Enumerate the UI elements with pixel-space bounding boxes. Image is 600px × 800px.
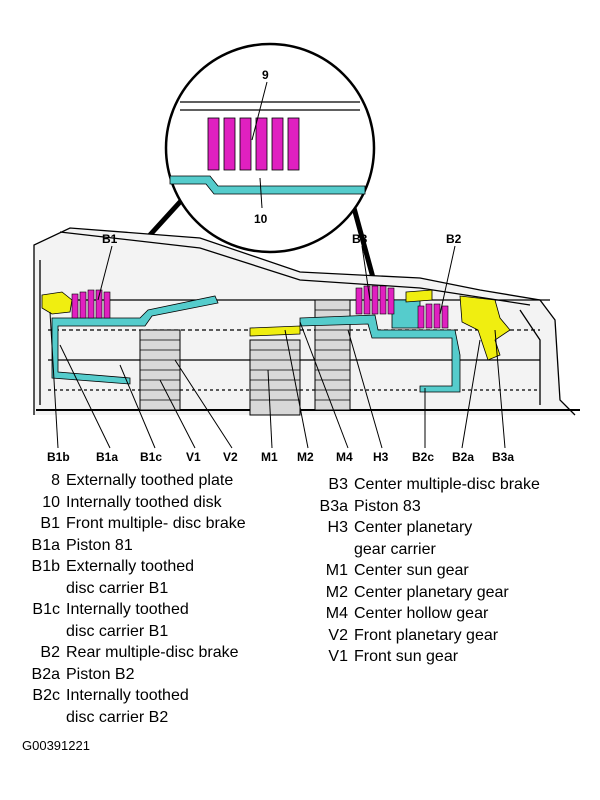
- legend-item: 8 Externally toothed plate: [22, 470, 246, 492]
- legend-desc: Center multiple-disc brake: [354, 476, 540, 493]
- legend-item: M4 Center hollow gear: [305, 603, 540, 625]
- legend-desc: Center hollow gear: [354, 605, 489, 622]
- disc-pack-b2: [417, 303, 449, 329]
- bottom-label-m1: M1: [261, 450, 278, 464]
- legend-item: B2c Internally toothed: [22, 685, 246, 707]
- legend-code: 8: [51, 472, 60, 489]
- legend-item: B1a Piston 81: [22, 535, 246, 557]
- bottom-label-v1: V1: [186, 450, 201, 464]
- legend-item: B1 Front multiple- disc brake: [22, 513, 246, 535]
- legend-desc: Piston B2: [66, 665, 135, 683]
- legend-desc: Externally toothed plate: [66, 472, 234, 489]
- legend-desc: Internally toothed disk: [66, 493, 222, 511]
- legend-code: B2: [40, 644, 60, 661]
- bottom-label-v2: V2: [223, 450, 238, 464]
- legend-item: B3a Piston 83: [305, 496, 540, 518]
- bottom-label-b2a: B2a: [452, 450, 475, 464]
- legend-desc-continued: disc carrier B2: [66, 708, 169, 726]
- transmission-diagram: [33, 42, 580, 449]
- legend-item: B1b Externally toothed: [22, 556, 246, 578]
- legend-code: B3: [328, 476, 348, 493]
- legend-desc: Externally toothed: [66, 558, 195, 575]
- legend-code: M4: [325, 605, 348, 622]
- legend-desc: Front sun gear: [354, 648, 459, 665]
- legend-desc-continued: gear carrier: [354, 540, 436, 558]
- legend-item: B1c Internally toothed: [22, 599, 246, 621]
- legend-right: B3 Center multiple-disc brake B3a Piston 8…: [305, 474, 540, 668]
- legend-desc: Center sun gear: [354, 562, 469, 579]
- legend-code: B1b: [31, 558, 60, 575]
- inset-label-10: 10: [254, 212, 268, 226]
- legend-item: M2 Center planetary gear: [305, 582, 540, 604]
- legend-desc: Front planetary gear: [354, 626, 499, 644]
- legend-desc: Piston 81: [66, 536, 133, 554]
- legend-item: H3 Center planetary: [305, 517, 540, 539]
- legend-desc: Internally toothed: [66, 687, 189, 704]
- legend-code: 10: [42, 493, 60, 511]
- bottom-label-b2c: B2c: [412, 450, 435, 464]
- callout-b2: B2: [446, 232, 462, 246]
- legend-desc: Rear multiple-disc brake: [66, 644, 239, 661]
- legend-code: V1: [328, 648, 348, 665]
- bottom-label-m4: M4: [336, 450, 353, 464]
- legend-desc: Front multiple- disc brake: [66, 515, 246, 532]
- legend-code: B1: [40, 515, 60, 532]
- legend-item: V2 Front planetary gear: [305, 625, 540, 647]
- callout-b3: B3: [352, 232, 368, 246]
- legend-item: M1 Center sun gear: [305, 560, 540, 582]
- legend-desc: Internally toothed: [66, 601, 189, 618]
- legend-desc-continued: disc carrier B1: [66, 622, 169, 640]
- bottom-label-b1a: B1a: [96, 450, 119, 464]
- inset-disc-pack: [207, 117, 300, 171]
- pistons: [41, 289, 511, 361]
- legend-code: H3: [327, 519, 348, 536]
- legend-code: B1c: [32, 601, 60, 618]
- legend-desc-continued: disc carrier B1: [66, 579, 169, 597]
- legend-desc: Center planetary gear: [354, 583, 509, 601]
- bottom-label-h3: H3: [373, 450, 389, 464]
- legend-code: M2: [325, 583, 348, 601]
- bottom-label-m2: M2: [297, 450, 314, 464]
- bottom-label-b1b: B1b: [47, 450, 70, 464]
- legend-desc: Center planetary: [354, 519, 473, 536]
- figure-code: G00391221: [22, 738, 90, 753]
- leader-lines: [49, 245, 506, 449]
- legend-item: 10 Internally toothed disk: [22, 492, 246, 514]
- callout-b1: B1: [102, 232, 118, 246]
- legend-item: B2 Rear multiple-disc brake: [22, 642, 246, 664]
- gear-sets: [139, 299, 351, 416]
- legend-item: B2a Piston B2: [22, 664, 246, 686]
- legend-item: V1 Front sun gear: [305, 646, 540, 668]
- legend-code: B3a: [319, 497, 348, 515]
- legend-code: B1a: [31, 536, 60, 554]
- inset-label-9: 9: [262, 68, 269, 82]
- magnified-inset: [164, 42, 376, 254]
- legend-item: B3 Center multiple-disc brake: [305, 474, 540, 496]
- disc-pack-b1: [71, 289, 111, 319]
- legend-desc: Piston 83: [354, 497, 421, 515]
- disc-pack-b3: [355, 285, 395, 315]
- legend-code: M1: [325, 562, 348, 579]
- legend-code: V2: [328, 626, 348, 644]
- bottom-label-b1c: B1c: [140, 450, 163, 464]
- legend-code: B2c: [32, 687, 60, 704]
- legend-code: B2a: [31, 665, 60, 683]
- bottom-label-b3a: B3a: [492, 450, 515, 464]
